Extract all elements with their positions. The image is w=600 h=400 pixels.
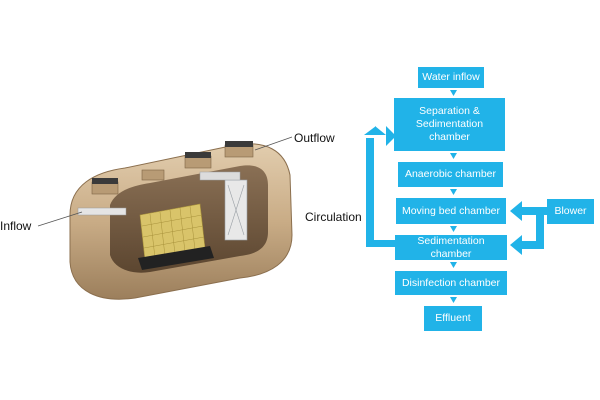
anaerobic-chamber-label: Anaerobic chamber bbox=[404, 168, 497, 180]
tank-body bbox=[69, 141, 293, 300]
water-inflow-box: Water inflow bbox=[418, 67, 484, 88]
moving-bed-chamber-label: Moving bed chamber bbox=[401, 204, 501, 217]
moving-bed-chamber-box: Moving bed chamber bbox=[396, 198, 506, 224]
disinfection-chamber-label: Disinfection chamber bbox=[401, 276, 501, 289]
separation-label-line1: Separation & bbox=[419, 105, 480, 117]
disinfection-chamber-box: Disinfection chamber bbox=[395, 271, 507, 295]
effluent-label: Effluent bbox=[435, 312, 471, 324]
inflow-leader bbox=[37, 211, 83, 227]
circulation-label: Circulation bbox=[305, 210, 362, 224]
manhole-covers bbox=[91, 141, 254, 195]
outflow-label: Outflow bbox=[294, 131, 335, 145]
blower-box: Blower bbox=[547, 199, 594, 224]
effluent-box: Effluent bbox=[424, 306, 482, 331]
sedimentation-chamber-label: Sedimentation chamber bbox=[417, 234, 485, 260]
blower-label: Blower bbox=[554, 205, 587, 217]
inflow-label: Inflow bbox=[0, 219, 32, 233]
sedimentation-chamber-box: Sedimentation chamber bbox=[395, 235, 507, 260]
inlet-pipe bbox=[77, 207, 127, 216]
water-inflow-label: Water inflow bbox=[422, 71, 480, 83]
tank-pipework bbox=[199, 171, 248, 241]
anaerobic-chamber-box: Anaerobic chamber bbox=[398, 162, 503, 187]
separation-sedimentation-box: Separation & Sedimentation chamber bbox=[394, 98, 505, 151]
outflow-leader bbox=[254, 136, 293, 151]
separation-label-line2: Sedimentation chamber bbox=[415, 118, 484, 143]
